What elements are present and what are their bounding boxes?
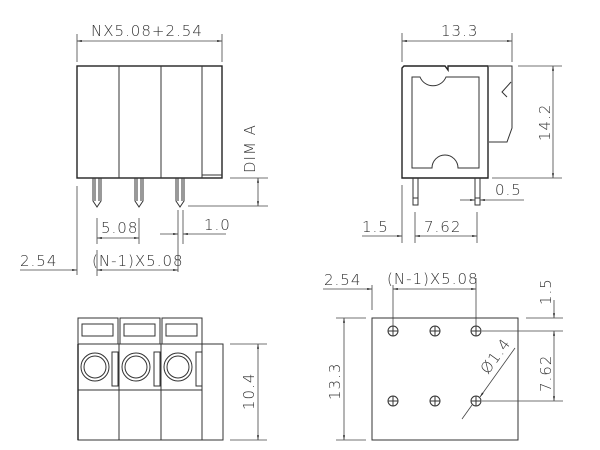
pins-front xyxy=(92,178,185,208)
edge-offset-label: 2.54 xyxy=(324,271,361,289)
terminal-2 xyxy=(118,317,162,441)
row-spacing-label: 7.62 xyxy=(537,355,555,392)
pin-width-label: 1.0 xyxy=(204,216,231,234)
board-depth-label: 13.3 xyxy=(326,363,344,400)
pin-thickness-label: 0.5 xyxy=(495,181,522,199)
height-label: 14.2 xyxy=(536,104,554,141)
housing-side xyxy=(401,65,489,179)
edge-offset-label: 2.54 xyxy=(20,252,57,270)
dim-a-label: DIM A xyxy=(241,124,259,173)
overall-width-label: NX5.08+2.54 xyxy=(91,22,203,40)
terminal-1 xyxy=(77,317,120,441)
mounting-holes xyxy=(387,325,482,407)
pin-span-label: (N-1)X5.08 xyxy=(387,270,479,288)
edge-offset-label: 1.5 xyxy=(362,218,389,236)
pitch-label: 5.08 xyxy=(101,219,138,237)
row-spacing-label: 7.62 xyxy=(424,218,461,236)
side-view: 13.3 14.2 0.5 1.5 7.62 xyxy=(362,22,562,243)
depth-label: 13.3 xyxy=(441,22,478,40)
housing-front xyxy=(76,65,223,179)
pcb-outline xyxy=(371,317,519,441)
front-view: NX5.08+2.54 DIM A 5.08 1.0 2.54 (N-1)X5.… xyxy=(20,22,268,276)
top-offset-label: 1.5 xyxy=(537,278,555,305)
terminal-3 xyxy=(160,317,203,441)
pcb-layout: 2.54 (N-1)X5.08 13.3 1.5 7.62 Ø1.4 xyxy=(323,270,563,441)
top-view: 10.4 xyxy=(77,317,267,441)
height-label: 10.4 xyxy=(240,373,258,410)
pin-span-label: (N-1)X5.08 xyxy=(92,252,184,270)
